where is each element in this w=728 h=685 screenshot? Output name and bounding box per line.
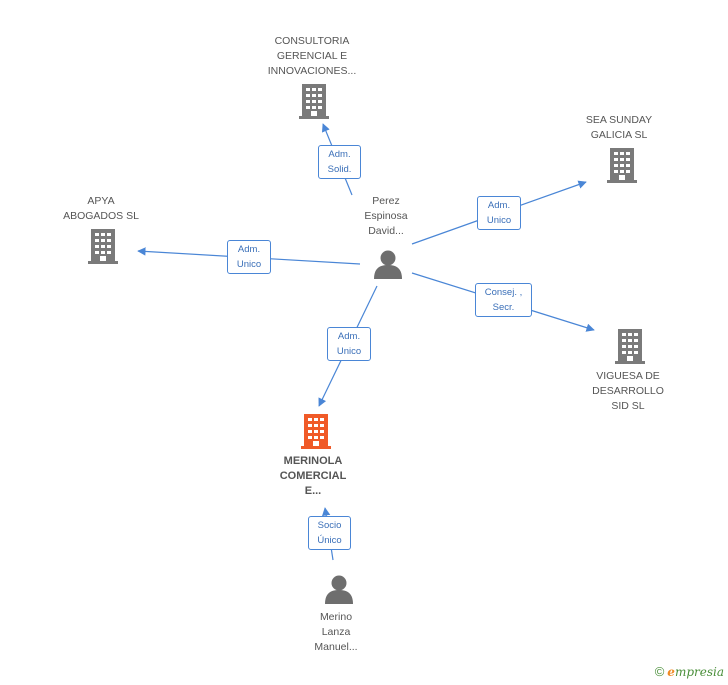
node-label-consultoria[interactable]: CONSULTORIA GERENCIAL E INNOVACIONES... (267, 35, 357, 77)
building-icon-consultoria[interactable] (299, 84, 329, 119)
copyright-icon: © (654, 664, 665, 679)
node-label-viguesa[interactable]: VIGUESA DE DESARROLLO SID SL (592, 370, 664, 412)
edge-label-viguesa: Consej. , Secr. (475, 283, 532, 317)
brand-footer: © empresia (655, 664, 724, 679)
node-label-apya[interactable]: APYA ABOGADOS SL (63, 195, 139, 222)
edge-label-sea-sunday: Adm. Unico (477, 196, 521, 230)
building-icon-viguesa[interactable] (615, 329, 645, 364)
edge-label-merinola: Adm. Unico (327, 327, 371, 361)
brand-logo: empresia (667, 664, 724, 679)
person-icon-merino[interactable] (325, 575, 353, 605)
node-label-perez[interactable]: Perez Espinosa David... (364, 195, 408, 237)
node-label-merino[interactable]: Merino Lanza Manuel... (314, 611, 358, 653)
building-icon-sea-sunday[interactable] (607, 148, 637, 183)
node-label-merinola[interactable]: MERINOLA COMERCIAL E... (279, 455, 347, 497)
building-icon-apya[interactable] (88, 229, 118, 264)
node-label-sea-sunday[interactable]: SEA SUNDAY GALICIA SL (585, 114, 653, 141)
person-icon-perez[interactable] (374, 250, 402, 280)
edge-label-apya: Adm. Unico (227, 240, 271, 274)
edge-label-merino-merinola: Socio Único (308, 516, 351, 550)
building-icon-merinola[interactable] (301, 414, 331, 449)
edge-label-consultoria: Adm. Solid. (318, 145, 361, 179)
